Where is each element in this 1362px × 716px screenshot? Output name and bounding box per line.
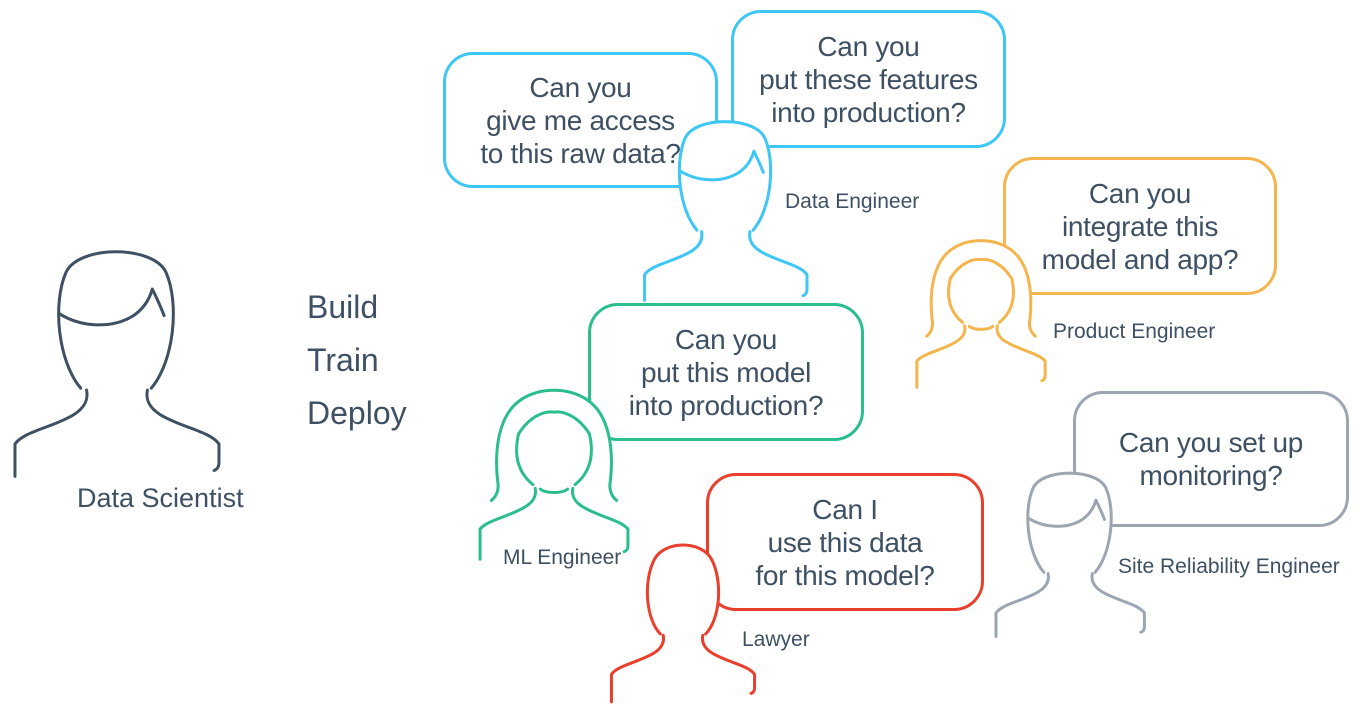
bubble-line: model and app? xyxy=(1041,243,1239,275)
speech-bubble-ml-engineer: Can you put this model into production? xyxy=(588,303,864,441)
role-label-data-engineer: Data Engineer xyxy=(785,190,920,213)
speech-bubble-product-engineer: Can you integrate this model and app? xyxy=(1003,157,1277,295)
bubble-line: Can you xyxy=(529,71,632,103)
speech-bubble-site-reliability-engineer: Can you set up monitoring? xyxy=(1073,391,1349,527)
checklist-item-label: Build xyxy=(307,289,379,325)
bubble-line: to this raw data? xyxy=(480,137,681,169)
bubble-line: put these features xyxy=(759,63,978,95)
bubble-line: into production? xyxy=(771,96,966,128)
figure-product-engineer xyxy=(915,239,1047,389)
figure-data-scientist xyxy=(13,250,221,478)
figure-data-engineer xyxy=(643,120,809,302)
check-circle-icon xyxy=(251,343,285,377)
role-label-product-engineer: Product Engineer xyxy=(1053,320,1216,343)
check-circle-icon xyxy=(251,290,285,324)
bubble-line: Can you xyxy=(674,323,778,355)
speech-bubble-lawyer: Can I use this data for this model? xyxy=(706,473,984,611)
figure-lawyer xyxy=(610,543,756,703)
bubble-line: for this model? xyxy=(755,559,935,591)
bubble-line: put this model xyxy=(640,356,812,388)
role-label-ml-engineer: ML Engineer xyxy=(503,546,622,569)
bubble-line: use this data xyxy=(767,526,923,558)
checklist-item-build: Build xyxy=(247,287,407,327)
data-scientist-checklist: Build Train Deploy xyxy=(247,287,407,446)
bubble-line: give me access xyxy=(486,104,675,136)
speech-bubble-data-engineer-2: Can you put these features into producti… xyxy=(731,10,1006,148)
bubble-line: Can you xyxy=(1088,177,1192,209)
bubble-line: Can you xyxy=(817,30,920,62)
bubble-line: monitoring? xyxy=(1139,460,1283,491)
role-label-site-reliability-engineer: Site Reliability Engineer xyxy=(1118,555,1340,578)
checklist-item-label: Deploy xyxy=(307,395,407,431)
speech-bubble-data-engineer-1: Can you give me access to this raw data? xyxy=(443,52,718,188)
bubble-line: Can I xyxy=(812,493,878,525)
checklist-item-deploy: Deploy xyxy=(247,393,407,433)
bubble-line: Can you set up xyxy=(1118,427,1304,458)
check-circle-icon xyxy=(251,396,285,430)
bubble-line: integrate this xyxy=(1061,210,1219,242)
role-label-lawyer: Lawyer xyxy=(742,628,810,651)
checklist-item-train: Train xyxy=(247,340,407,380)
checklist-item-label: Train xyxy=(307,342,379,378)
role-label-data-scientist: Data Scientist xyxy=(77,483,244,513)
bubble-line: into production? xyxy=(628,389,824,421)
